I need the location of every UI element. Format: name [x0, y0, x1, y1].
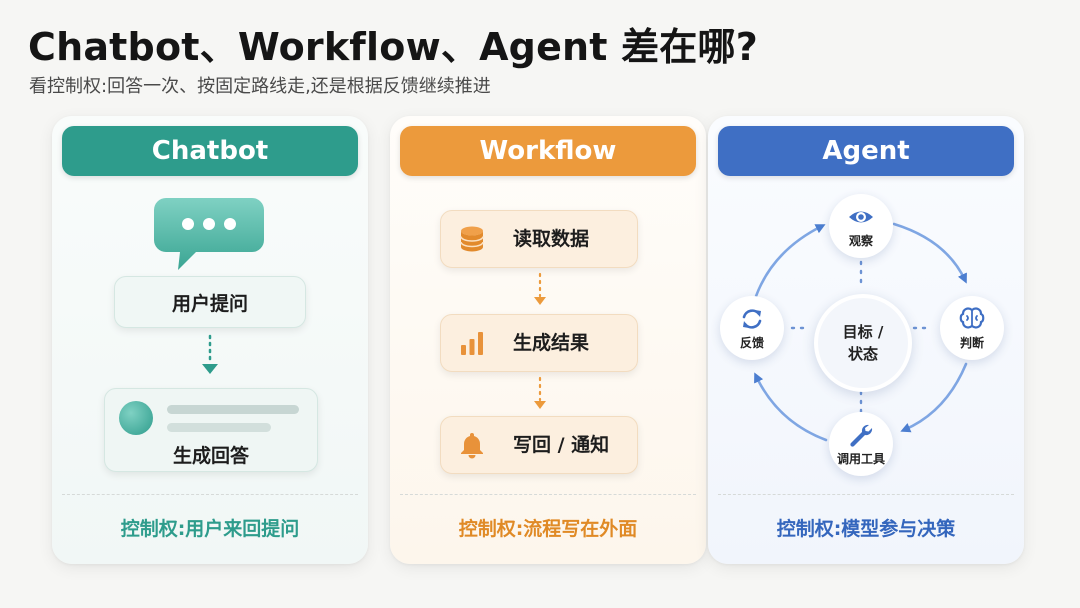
card-divider: [718, 494, 1014, 495]
answer-avatar: [119, 401, 153, 435]
chatbot-footer: 控制权:用户来回提问: [120, 518, 300, 540]
chatbot-card: Chatbot 用户提问 生成回答 控制权:用户来回提问: [52, 116, 368, 564]
workflow-step-read-data: 读取数据: [440, 210, 638, 268]
bar-chart-icon: [461, 332, 483, 355]
workflow-card: Workflow 读取数据 生成结果 写回 / 通知 控制权:流程写: [390, 116, 706, 564]
center-label-line2: 状态: [847, 345, 878, 363]
question-box: 用户提问: [114, 276, 306, 328]
agent-node-observe: 观察: [829, 194, 893, 258]
card-divider: [62, 494, 358, 495]
workflow-step-label: 生成结果: [513, 332, 590, 354]
question-label: 用户提问: [171, 292, 248, 315]
chatbot-header: Chatbot: [62, 126, 358, 176]
refresh-icon: [742, 309, 762, 329]
agent-node-label: 观察: [848, 234, 873, 248]
agent-node-call-tool: 调用工具: [829, 412, 893, 476]
answer-box: 生成回答: [104, 388, 318, 472]
card-divider: [400, 494, 696, 495]
bell-icon: [461, 433, 483, 459]
agent-node-label: 判断: [959, 336, 984, 350]
agent-card: Agent 目标 / 状态 观察: [708, 116, 1024, 564]
database-icon: [460, 226, 484, 252]
agent-node-label: 反馈: [739, 336, 764, 350]
page-subtitle: 看控制权:回答一次、按固定路线走,还是根据反馈继续推进: [29, 76, 491, 97]
answer-label: 生成回答: [172, 445, 249, 467]
brain-icon: [959, 307, 985, 329]
workflow-arrow-2: [534, 376, 546, 409]
workflow-header: Workflow: [400, 126, 696, 176]
agent-node-judge: 判断: [940, 296, 1004, 360]
agent-footer: 控制权:模型参与决策: [776, 518, 956, 540]
workflow-step-write-back: 写回 / 通知: [440, 416, 638, 474]
workflow-step-label: 读取数据: [513, 228, 590, 250]
agent-node-feedback: 反馈: [720, 296, 784, 360]
eye-icon: [849, 211, 873, 223]
wrench-icon: [850, 424, 873, 447]
question-to-answer-arrow: [202, 334, 218, 374]
workflow-step-label: 写回 / 通知: [513, 434, 610, 456]
agent-node-label: 调用工具: [836, 452, 885, 466]
workflow-arrow-1: [534, 272, 546, 305]
goal-state-center: 目标 / 状态: [814, 294, 912, 392]
agent-header: Agent: [718, 126, 1014, 176]
center-label-line1: 目标 /: [842, 323, 884, 341]
page-title: Chatbot、Workflow、Agent 差在哪?: [28, 25, 758, 69]
agent-loop-arrows: [752, 222, 968, 442]
workflow-step-generate-result: 生成结果: [440, 314, 638, 372]
answer-placeholder-line: [167, 423, 271, 432]
answer-placeholder-line: [167, 405, 299, 414]
chat-bubble-icon: [154, 198, 264, 270]
workflow-footer: 控制权:流程写在外面: [458, 518, 638, 540]
